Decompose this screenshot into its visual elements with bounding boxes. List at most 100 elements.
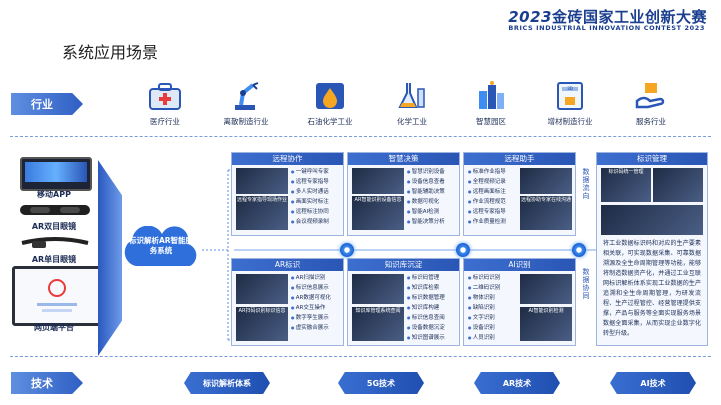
feature-item: 远程标注协同 [291, 207, 329, 217]
panel-title: 智慧决策 [348, 153, 459, 165]
tech-row-label: 技术 [11, 372, 83, 394]
feature-item: 全程视频记录 [468, 177, 506, 187]
panel-title: AI识别 [464, 259, 575, 271]
screenshot-thumbnail [601, 205, 703, 235]
feature-item: 会议视频录制 [291, 217, 329, 227]
industry-additive: 3D 增材制造行业 [535, 78, 605, 127]
feature-item: 标识码识别 [468, 273, 501, 283]
industry-label: 化学工业 [397, 117, 427, 126]
industry-label: 医疗行业 [150, 117, 180, 126]
vertical-label: 数据流向 [582, 168, 590, 200]
connector-lines [202, 169, 596, 341]
industry-discrete: 离散制造行业 [211, 78, 281, 127]
screenshot-thumbnail [520, 168, 572, 194]
device-label: AR单目眼镜 [31, 255, 77, 264]
screenshot-thumbnail [653, 168, 703, 202]
industry-label: 增材制造行业 [547, 117, 593, 126]
screenshot-thumbnail: AR扫码识别标识信息 [236, 307, 288, 341]
feature-item: 智慧识别设备 [407, 167, 445, 177]
feature-item: 标识信息查阅 [407, 313, 445, 323]
logo-subtitle: BRICS INDUSTRIAL INNOVATION CONTEST 2023 [508, 24, 705, 32]
industry-petrochem: 石油化学工业 [295, 78, 365, 127]
bottom-divider [10, 356, 711, 357]
feature-item: 智能决策分析 [407, 217, 445, 227]
feature-item: 缺陷识别 [468, 303, 500, 313]
panel-ai-recognition: AI识别 标识码识别 二维码识别 物体识别 缺陷识别 文字识别 设备识别 人员识… [463, 258, 576, 346]
panel-title: 远程协作 [232, 153, 343, 165]
screenshot-thumbnail [352, 168, 404, 194]
oil-drop-icon [312, 78, 348, 114]
ar-monocular-glasses-icon [18, 234, 92, 248]
mobile-app-screen [20, 157, 92, 191]
data-funnel [98, 160, 122, 356]
robot-arm-icon [228, 78, 264, 114]
feature-item: 数据可视化 [407, 197, 445, 207]
feature-item: 二维码识别 [468, 283, 501, 293]
feature-item: 知识库检索 [407, 283, 445, 293]
screenshot-thumbnail [352, 274, 404, 304]
top-divider [10, 136, 711, 137]
svg-text:3D: 3D [567, 86, 573, 91]
industry-chemical: 化学工业 [377, 78, 447, 127]
screenshot-thumbnail: 标识码统一管理 [601, 168, 651, 202]
feature-item: 智能AI检测 [407, 207, 445, 217]
feature-item: 知识库构建 [407, 303, 445, 313]
panel-title: AR标识 [232, 259, 343, 271]
feature-item: 远程画面标注 [468, 187, 506, 197]
panel-ar-id: AR标识 AR扫码识别标识信息 AR扫描识别 标识信息展示 AR数据可视化 AR… [231, 258, 344, 346]
tech-badge-ai: AI技术 [610, 372, 696, 394]
device-label: 移动APP [37, 190, 71, 199]
feature-item: 多人实时通话 [291, 187, 329, 197]
screenshot-thumbnail: 远程协助专家在线沟通 [520, 196, 572, 230]
feature-item: 智能辅助决策 [407, 187, 445, 197]
industry-label: 离散制造行业 [223, 117, 269, 126]
screenshot-caption: 知识库管理系统查阅 [355, 308, 401, 314]
feature-item: 作业质量检测 [468, 217, 506, 227]
panel-remote-assistant: 远程助手 标准作业指导 全程视频记录 远程画面标注 作业流程规范 远程专家指导 … [463, 152, 576, 236]
lab-flask-icon [394, 78, 430, 114]
panel-knowledge: 知识库沉淀 知识库管理系统查阅 标识码管理 知识库检索 标识数据管理 知识库构建… [347, 258, 460, 346]
tech-badge-5g: 5G技术 [338, 372, 424, 394]
feature-item: 标准作业指导 [468, 167, 506, 177]
feature-item: 设备数据沉淀 [407, 323, 445, 333]
screenshot-thumbnail: AI智能识别检测 [520, 307, 572, 341]
screenshot-caption: AI智能识别检测 [528, 308, 564, 314]
feature-item: 远程专家指导 [291, 177, 329, 187]
tech-badge-ar: AR技术 [474, 372, 560, 394]
logo-year: 2023 [508, 8, 552, 26]
vertical-label: 数据协同 [582, 268, 590, 300]
contest-logo: 2023金砖国家工业创新大赛 [508, 6, 707, 27]
page-title: 系统应用场景 [62, 43, 159, 62]
industry-smart-park: 智慧园区 [456, 78, 526, 127]
feature-item: 标识信息展示 [291, 283, 331, 293]
screenshot-caption: AR智能识别设备信息 [354, 197, 402, 203]
feature-item: 知识图谱展示 [407, 333, 445, 343]
feature-item: 物体识别 [468, 293, 500, 303]
network-node-icon [456, 243, 470, 257]
industry-row-label: 行业 [11, 93, 83, 115]
screenshot-caption: 标识码统一管理 [608, 169, 644, 175]
feature-item: 一键呼叫专家 [291, 167, 329, 177]
feature-item: AR交互操作 [291, 303, 331, 313]
network-node-icon [572, 243, 586, 257]
panel-title: 远程助手 [464, 153, 575, 165]
feature-item: AR扫描识别 [291, 273, 331, 283]
cloud-icon [124, 226, 197, 266]
industry-medical: 医疗行业 [130, 78, 200, 127]
feature-item: 远程专家指导 [468, 207, 506, 217]
feature-item: 设备识别 [468, 323, 500, 333]
screenshot-thumbnail [236, 168, 288, 194]
web-logo-icon [48, 279, 66, 297]
3d-printer-icon: 3D [552, 78, 588, 114]
industry-service: 服务行业 [616, 78, 686, 127]
screenshot-thumbnail [520, 274, 572, 304]
device-label: 网页端平台 [34, 323, 74, 332]
feature-item: 人员识别 [468, 333, 500, 343]
logo-title: 金砖国家工业创新大赛 [551, 8, 707, 26]
smart-park-icon [473, 78, 509, 114]
panel-remote-collab: 远程协作 远程专家指导现场作业 一键呼叫专家 远程专家指导 多人实时通话 画面实… [231, 152, 344, 236]
panel-id-management: 标识管理 标识码统一管理 将工业数据标识码和对应的生产要素相关联，可实现数据采集… [596, 152, 708, 346]
screenshot-thumbnail [236, 274, 288, 304]
feature-item: 标识数据管理 [407, 293, 445, 303]
feature-item: 作业流程规范 [468, 197, 506, 207]
